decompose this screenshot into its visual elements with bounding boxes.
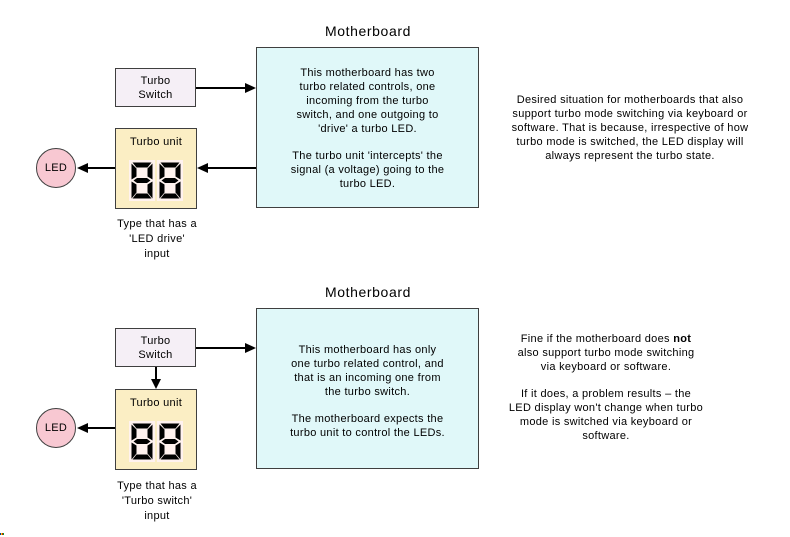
text-line: via keyboard or software. [540,361,672,373]
text-line: turbo related controls, one [299,81,436,93]
seven-segment-digit-icon [129,160,155,201]
text-line: LED display won't change when turbo [508,402,704,414]
arrowhead-left-icon [77,423,88,433]
seven-segment-digit-icon [157,421,183,462]
text-line: incoming from the turbo [306,95,429,107]
motherboard-title-top: Motherboard [325,23,411,39]
text-line: 'Turbo switch' [121,495,193,507]
arrowhead-right-icon [245,83,256,93]
arrow-shaft [87,427,115,429]
text-line: switch, and one outgoing to [296,109,439,121]
turbo-unit-box-top: Turbo unit [115,128,197,209]
motherboard-box-bottom: This motherboard has only one turbo rela… [256,308,479,469]
bold-text-segment: not [673,333,692,345]
side-note-top: Desired situation for motherboards that … [490,93,770,163]
led-label: LED [44,422,68,434]
text-line: support turbo mode switching via keyboar… [512,108,748,120]
text-line: If it does, a problem results – the [520,388,692,400]
text-line: always represent the turbo state. [545,150,715,162]
side-note-paragraph-2: If it does, a problem results – the LED … [497,387,715,443]
led-label: LED [44,162,68,174]
text-line: Type that has a [117,480,197,492]
led-circle-top: LED [36,148,76,188]
text-line: The turbo unit 'intercepts' the [292,150,443,162]
arrow-shaft [87,167,115,169]
turbo-switch-box-top: Turbo Switch [115,68,196,107]
turbo-unit-label: Turbo unit [129,136,183,148]
arrow-shaft [196,347,246,349]
turbo-unit-box-bottom: Turbo unit [115,389,197,470]
arrowhead-down-icon [151,379,161,389]
text-line: input [144,510,170,522]
seven-segment-display [129,160,183,201]
arrowhead-left-icon [197,163,208,173]
seven-segment-digit-icon [157,160,183,201]
corner-pixels-artifact [0,533,4,535]
turbo-switch-label-line1: Turbo [140,74,171,87]
text-line: The motherboard expects the [291,413,444,425]
text-line: that is an incoming one from [294,372,441,384]
text-line: 'LED drive' [129,233,185,245]
turbo-switch-label-line2: Switch [138,348,173,361]
seven-segment-display [129,421,183,462]
text-line: 'drive' a turbo LED. [318,123,417,135]
turbo-switch-label-line1: Turbo [140,334,171,347]
text-line: software. That is because, irrespective … [511,122,749,134]
motherboard-box-top: This motherboard has two turbo related c… [256,47,479,208]
arrow-shaft [207,167,256,169]
arrowhead-right-icon [245,343,256,353]
text-line: also support turbo mode switching [517,347,695,359]
turbo-switch-box-bottom: Turbo Switch [115,328,196,367]
motherboard-title-bottom: Motherboard [325,284,411,300]
text-line: Fine if the motherboard does not [497,332,715,346]
motherboard-paragraph-1: This motherboard has two turbo related c… [257,67,478,137]
text-line: software. [582,430,630,442]
text-line: This motherboard has only [298,344,437,356]
seven-segment-digit-icon [129,421,155,462]
text-line: one turbo related control, and [291,358,444,370]
unit-type-caption-top: Type that has a 'LED drive' input [87,217,227,262]
side-note-bottom: Fine if the motherboard does not also su… [497,332,715,443]
arrow-shaft [155,367,157,379]
text-line: Type that has a [117,218,197,230]
text-line: mode is switched via keyboard or [519,416,693,428]
text-line: the turbo switch. [324,386,411,398]
text-line: Desired situation for motherboards that … [516,94,744,106]
text-segment: Fine if the motherboard does [520,333,674,345]
text-line: turbo unit to control the LEDs. [290,427,445,439]
motherboard-paragraph-1: This motherboard has only one turbo rela… [257,344,478,400]
unit-type-caption-bottom: Type that has a 'Turbo switch' input [87,479,227,524]
motherboard-paragraph-2: The motherboard expects the turbo unit t… [257,413,478,441]
text-line: turbo mode is switched, the LED display … [516,136,744,148]
text-line: This motherboard has two [300,67,435,79]
turbo-switch-label-line2: Switch [138,88,173,101]
motherboard-paragraph-2: The turbo unit 'intercepts' the signal (… [257,150,478,192]
turbo-unit-label: Turbo unit [129,397,183,409]
led-circle-bottom: LED [36,408,76,448]
side-note-paragraph-1: Fine if the motherboard does not also su… [497,332,715,374]
text-line: signal (a voltage) going to the [290,164,445,176]
text-line: turbo LED. [339,178,396,190]
text-line: input [144,248,170,260]
arrowhead-left-icon [77,163,88,173]
arrow-shaft [196,87,246,89]
